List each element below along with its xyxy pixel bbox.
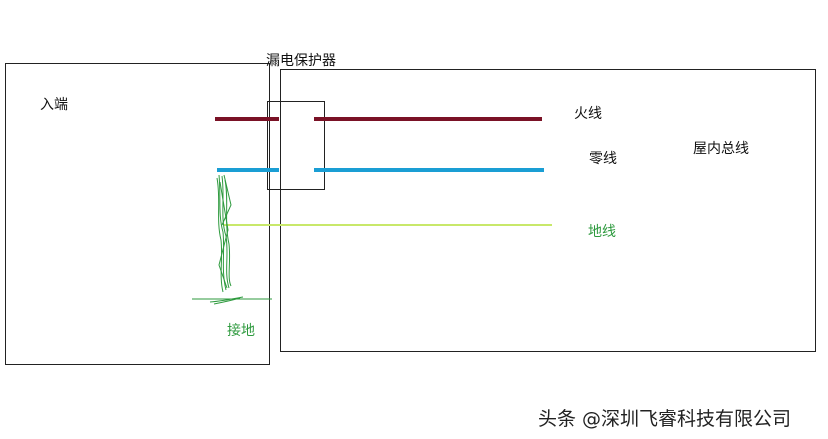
ground-symbol (192, 296, 272, 305)
input-side-box (5, 63, 270, 365)
breaker-box (267, 101, 325, 190)
neutral-wire-label: 零线 (589, 151, 617, 167)
grounding-label: 接地 (227, 323, 255, 339)
breaker-label: 漏电保护器 (266, 53, 336, 69)
input-side-label: 入端 (40, 97, 68, 113)
live-wire-label: 火线 (574, 106, 602, 122)
earth-wire-label: 地线 (588, 224, 616, 240)
indoor-bus-label: 屋内总线 (693, 141, 749, 157)
grounding-scribble (216, 174, 232, 293)
watermark: 头条 @深圳飞睿科技有限公司 (538, 408, 792, 430)
indoor-bus-box (280, 69, 816, 352)
